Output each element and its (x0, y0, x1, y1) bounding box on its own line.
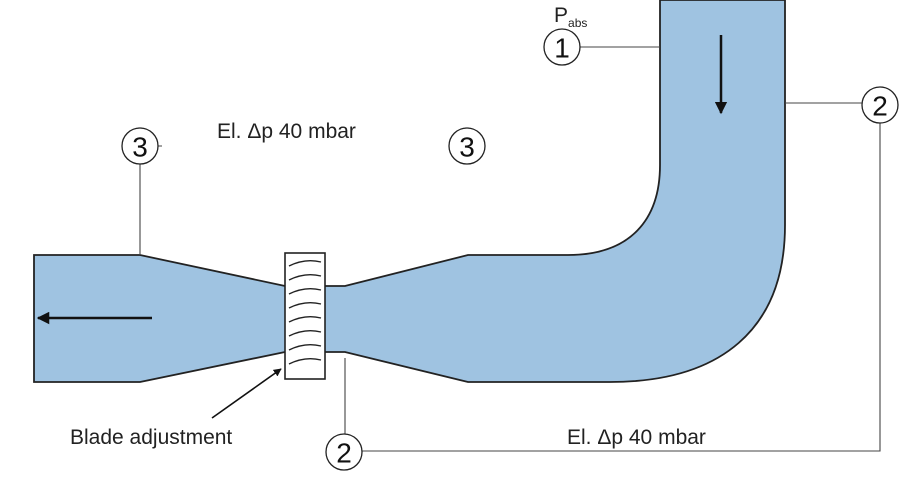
pipe-duct (33, 0, 786, 383)
point-3-left-label: 3 (132, 132, 148, 163)
blade-adjustment-label: Blade adjustment (70, 426, 232, 449)
point-3-right-marker: 3 (448, 127, 486, 165)
blade-damper (284, 252, 326, 380)
dp-upper-label: El. Δp 40 mbar (217, 120, 356, 143)
pressure-abs-sub: abs (568, 16, 587, 30)
point-2-upper-label: 2 (872, 91, 888, 122)
dp-lower-label: El. Δp 40 mbar (567, 426, 706, 449)
point-3-left-marker: 3 (121, 127, 159, 165)
point-2-lower-marker: 2 (325, 433, 363, 471)
point-1-marker: 1 (543, 28, 581, 66)
pressure-abs-main: P (554, 4, 568, 27)
point-2-lower-label: 2 (336, 438, 352, 469)
pressure-abs-label: Pabs (554, 4, 587, 30)
leader-dp-lower (362, 123, 881, 452)
point-1-label: 1 (554, 33, 570, 64)
blade-pointer-arrow (211, 368, 282, 419)
point-3-right-label: 3 (459, 132, 475, 163)
point-2-upper-marker: 2 (861, 86, 899, 124)
